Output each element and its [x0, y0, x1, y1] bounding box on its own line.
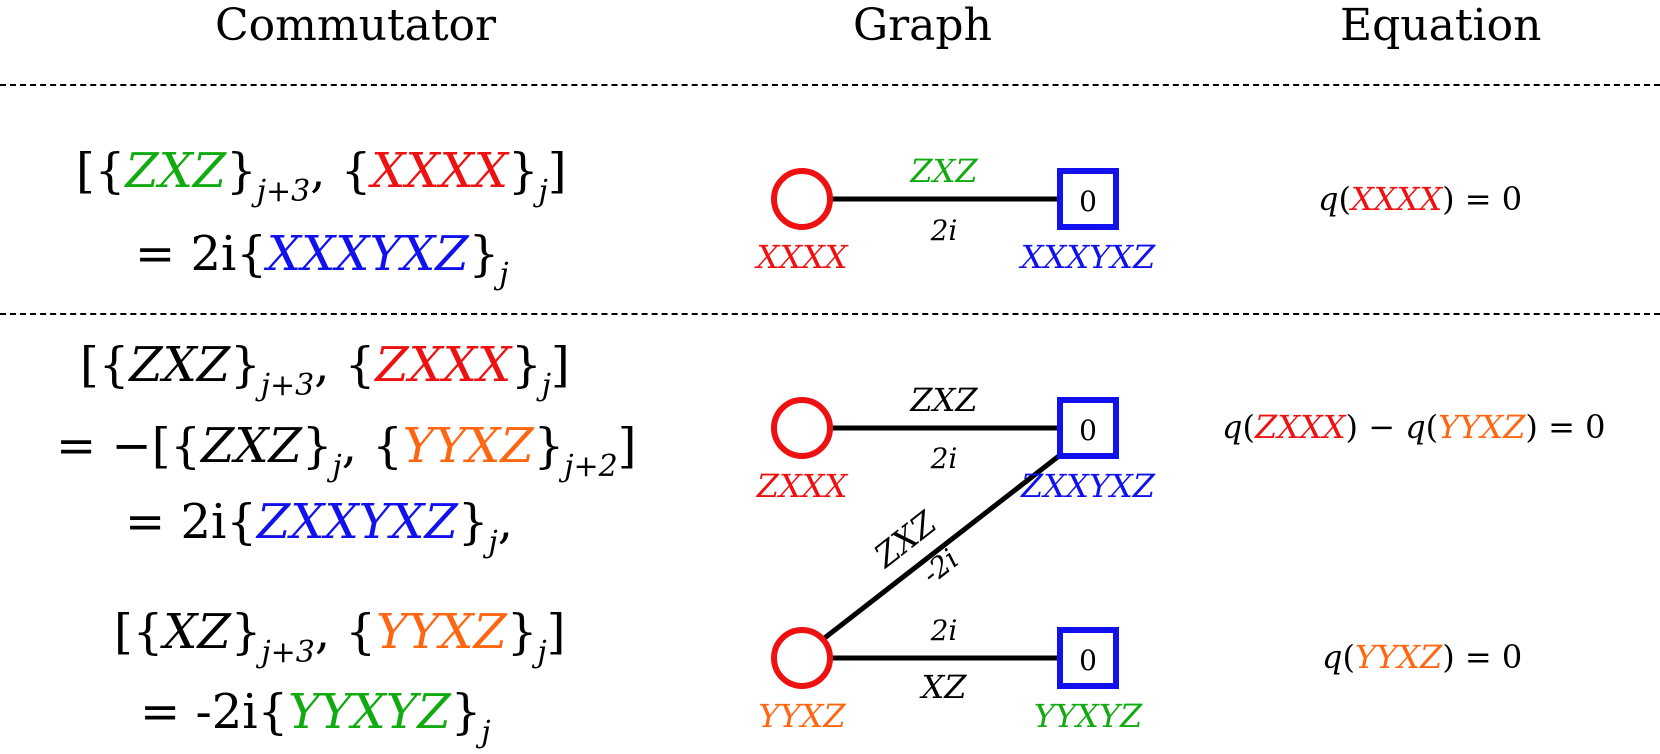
row2-sub-a: j+3 [260, 368, 315, 403]
row2-commutator-line1: [{ZXZ}j+3, {ZXXX}j] [80, 337, 570, 403]
row2-result: ZXXYXZ [256, 494, 458, 550]
row2-sub-mid-a: j [332, 449, 342, 484]
row2-operator-b: ZXXX [375, 337, 512, 393]
row1-result-coef: = 2i [135, 226, 237, 282]
header-equation: Equation [1340, 0, 1542, 51]
row1-square-label: XXXYXZ [1018, 238, 1156, 276]
row3-operator-b: YYXZ [375, 604, 507, 660]
row2-square-node [1057, 397, 1119, 459]
row1-edge-bottom-label: 2i [930, 214, 958, 247]
row1-operator-b: XXXX [371, 143, 508, 199]
row2-sub-b: j [541, 368, 552, 403]
row2-square-value: 0 [1079, 414, 1097, 447]
divider-middle [0, 313, 1660, 315]
row3-square-value: 0 [1079, 644, 1097, 677]
row3-circle-node [771, 627, 833, 689]
row1-commutator-line1: [{ZXZ}j+3, {XXXX}j] [76, 143, 567, 209]
row2-sub-result: j [488, 525, 498, 560]
row1-equation-operator: XXXX [1350, 180, 1443, 218]
row2-result-coef: = 2i [125, 494, 227, 550]
row1-result: XXXYXZ [266, 226, 469, 282]
row3-square-node [1057, 627, 1119, 689]
header-commutator: Commutator [215, 0, 497, 51]
row2-sub-mid-b: j+2 [564, 449, 618, 484]
row2-equation-rhs: = 0 [1548, 408, 1606, 446]
row1-circle-node [771, 168, 833, 230]
row3-result-coef: = -2i [140, 684, 258, 740]
row3-commutator-line1: [{XZ}j+3, {YYXZ}j] [114, 604, 566, 670]
row2-circle-node [771, 397, 833, 459]
row1-edge-top-label: ZXZ [909, 152, 978, 190]
row3-edge-top-label: 2i [930, 614, 958, 647]
row1-sub-result: j [499, 257, 509, 292]
row2-mid-a: ZXZ [200, 418, 302, 474]
row1-square-node [1057, 168, 1119, 230]
row3-square-label: YYXYZ [1034, 697, 1143, 735]
row1-square-value: 0 [1079, 185, 1097, 218]
row2-diagonal-edge [820, 450, 1066, 642]
row1-equation: q(XXXX) = 0 [1318, 180, 1523, 218]
row2-diagonal-bottom-label: -2i [916, 542, 965, 590]
row3-equation-rhs: = 0 [1464, 638, 1523, 676]
row2-commutator-line3: = 2i{ZXXYXZ}j, [125, 494, 513, 560]
header-graph: Graph [853, 0, 992, 51]
row1-commutator-line2: = 2i{XXXYXZ}j [135, 226, 509, 292]
row2-edge-bottom-label: 2i [930, 442, 958, 475]
row1-circle-label: XXXX [753, 238, 848, 276]
row3-edge-bottom-label: XZ [918, 668, 967, 706]
row2-equation: q(ZXXX) − q(YYXZ) = 0 [1222, 408, 1606, 446]
row2-square-label: ZXXYXZ [1020, 467, 1156, 505]
row1-equation-rhs: = 0 [1464, 180, 1523, 218]
row2-operator-a: ZXZ [129, 337, 231, 393]
row2-circle-label: ZXXX [756, 467, 849, 505]
row3-equation-operator: YYXZ [1354, 638, 1443, 676]
divider-top [0, 84, 1660, 86]
row3-operator-a: XZ [163, 604, 231, 660]
row2-equation-operator-2: YYXZ [1438, 408, 1526, 446]
row2-equation-operator-1: ZXXX [1254, 408, 1346, 446]
row3-sub-a: j+3 [261, 635, 315, 670]
row3-commutator-line2: = -2i{YYXYZ}j [140, 684, 491, 750]
row2-edge-top-label: ZXZ [909, 381, 978, 419]
row3-equation: q(YYXZ) = 0 [1322, 638, 1523, 676]
row2-mid-b: YYXZ [402, 418, 534, 474]
row1-sub-b: j [538, 174, 548, 209]
row2-commutator-line2: = −[{ZXZ}j, {YYXZ}j+2] [56, 418, 637, 484]
row3-sub-result: j [481, 715, 491, 750]
row3-circle-label: YYXZ [758, 697, 846, 735]
row1-operator-a: ZXZ [125, 143, 227, 199]
row3-sub-b: j [537, 635, 547, 670]
row3-result: YYXYZ [288, 684, 451, 740]
row1-sub-a: j+3 [256, 174, 311, 209]
